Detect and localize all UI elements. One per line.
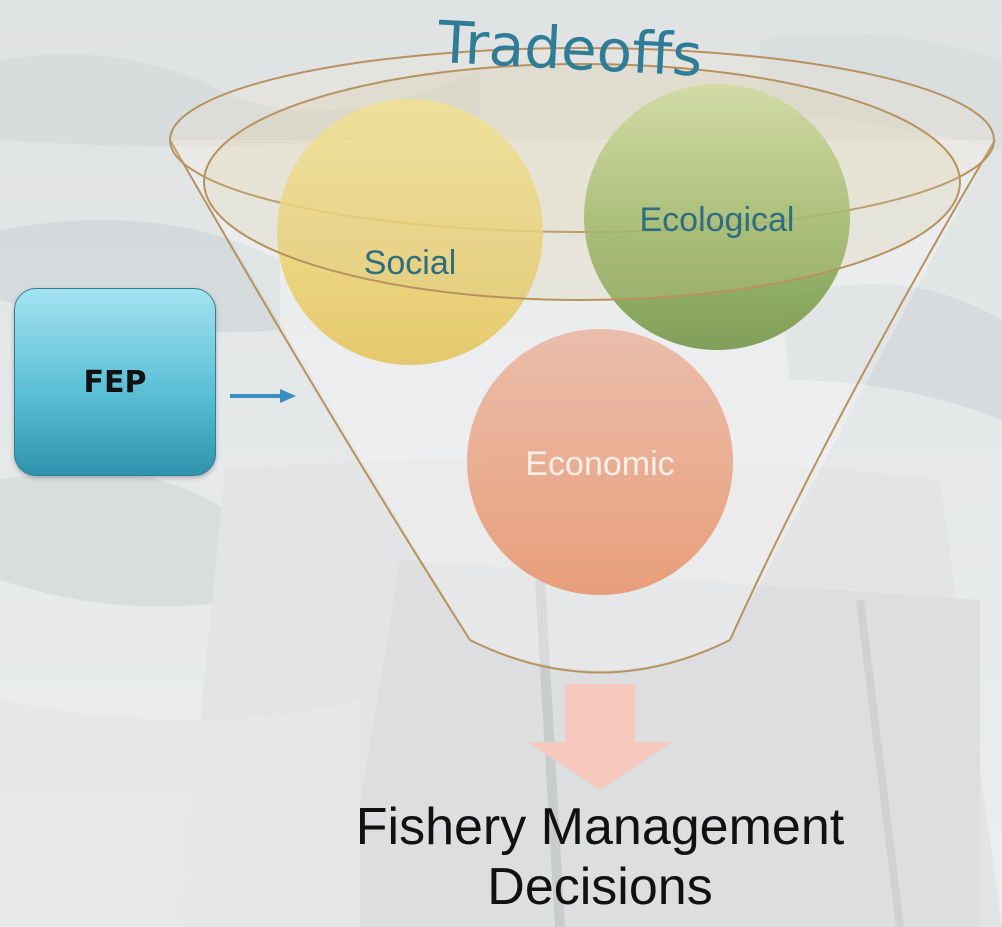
economic-label: Economic: [525, 445, 675, 483]
ecological-bubble: [584, 84, 850, 350]
fep-box: FEP: [14, 288, 216, 476]
funnel-bottom-edge: [469, 639, 731, 674]
outcome-line-1: Fishery Management: [355, 798, 845, 856]
funnel-right-edge: [729, 139, 996, 641]
ecological-label: Ecological: [639, 201, 795, 239]
outcome-line-2: Decisions: [487, 858, 713, 916]
fep-label: FEP: [83, 364, 147, 400]
economic-bubble: [467, 329, 733, 595]
output-arrow: [528, 684, 672, 790]
social-label: Social: [363, 244, 457, 282]
social-bubble: [277, 99, 543, 365]
funnel-left-edge: [169, 139, 471, 641]
diagram-title: Tradeoffs: [436, 8, 705, 90]
input-arrow: [230, 389, 296, 403]
funnel-rim-inner: [203, 63, 961, 301]
